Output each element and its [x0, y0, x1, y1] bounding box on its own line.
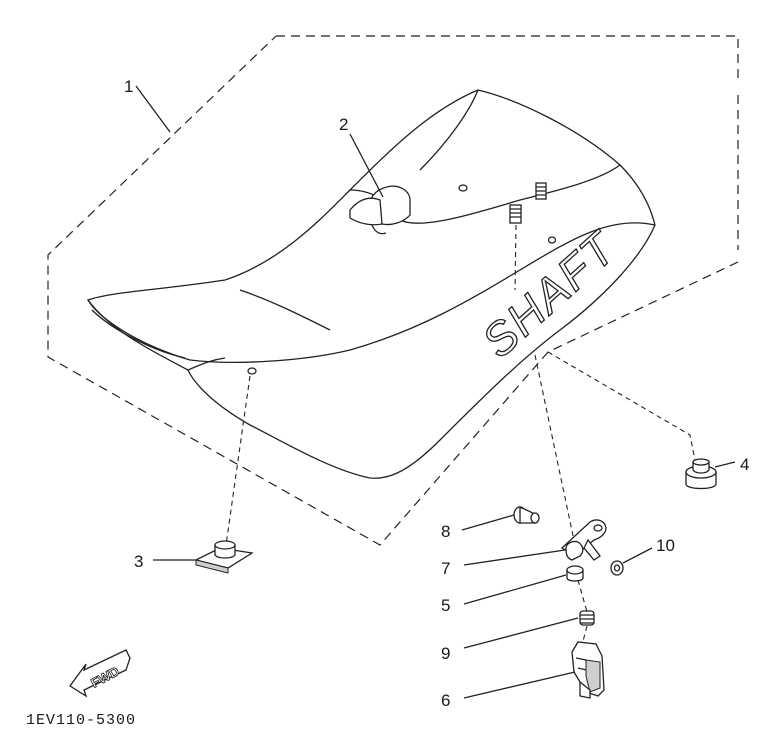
callout-3: 3 — [134, 552, 143, 571]
guide-line-latch — [534, 354, 576, 546]
callout-7: 7 — [441, 559, 450, 578]
callout-4: 4 — [740, 455, 749, 474]
part-9-spring — [579, 610, 595, 626]
leader-lines — [135, 85, 736, 699]
guide-line-part-6 — [581, 625, 588, 646]
callout-10: 10 — [656, 536, 675, 555]
forward-direction-arrow: FWD — [69, 649, 131, 698]
seat — [86, 89, 656, 479]
part-8-bolt — [513, 505, 540, 524]
part-10-washer — [610, 560, 624, 576]
part-5-collar — [566, 565, 584, 582]
guide-line-part-3 — [225, 375, 251, 546]
seat-bolts — [509, 182, 547, 224]
part-4-damper — [685, 458, 717, 490]
guide-line-part-4 — [547, 351, 696, 461]
callout-5: 5 — [441, 596, 450, 615]
part-6-latch — [571, 641, 605, 699]
callout-2: 2 — [339, 115, 348, 134]
callout-8: 8 — [441, 522, 450, 541]
assembly-boundary — [47, 35, 739, 546]
guide-line-part-9 — [577, 579, 588, 613]
part-3-nut-plate — [194, 540, 254, 574]
part-7-bracket — [560, 519, 607, 561]
callout-6: 6 — [441, 691, 450, 710]
part-2-strap — [349, 185, 411, 235]
callout-9: 9 — [441, 644, 450, 663]
guide-line-bolt — [514, 224, 517, 291]
callout-1: 1 — [124, 77, 133, 96]
drawing-code: 1EV110-5300 — [26, 712, 136, 729]
